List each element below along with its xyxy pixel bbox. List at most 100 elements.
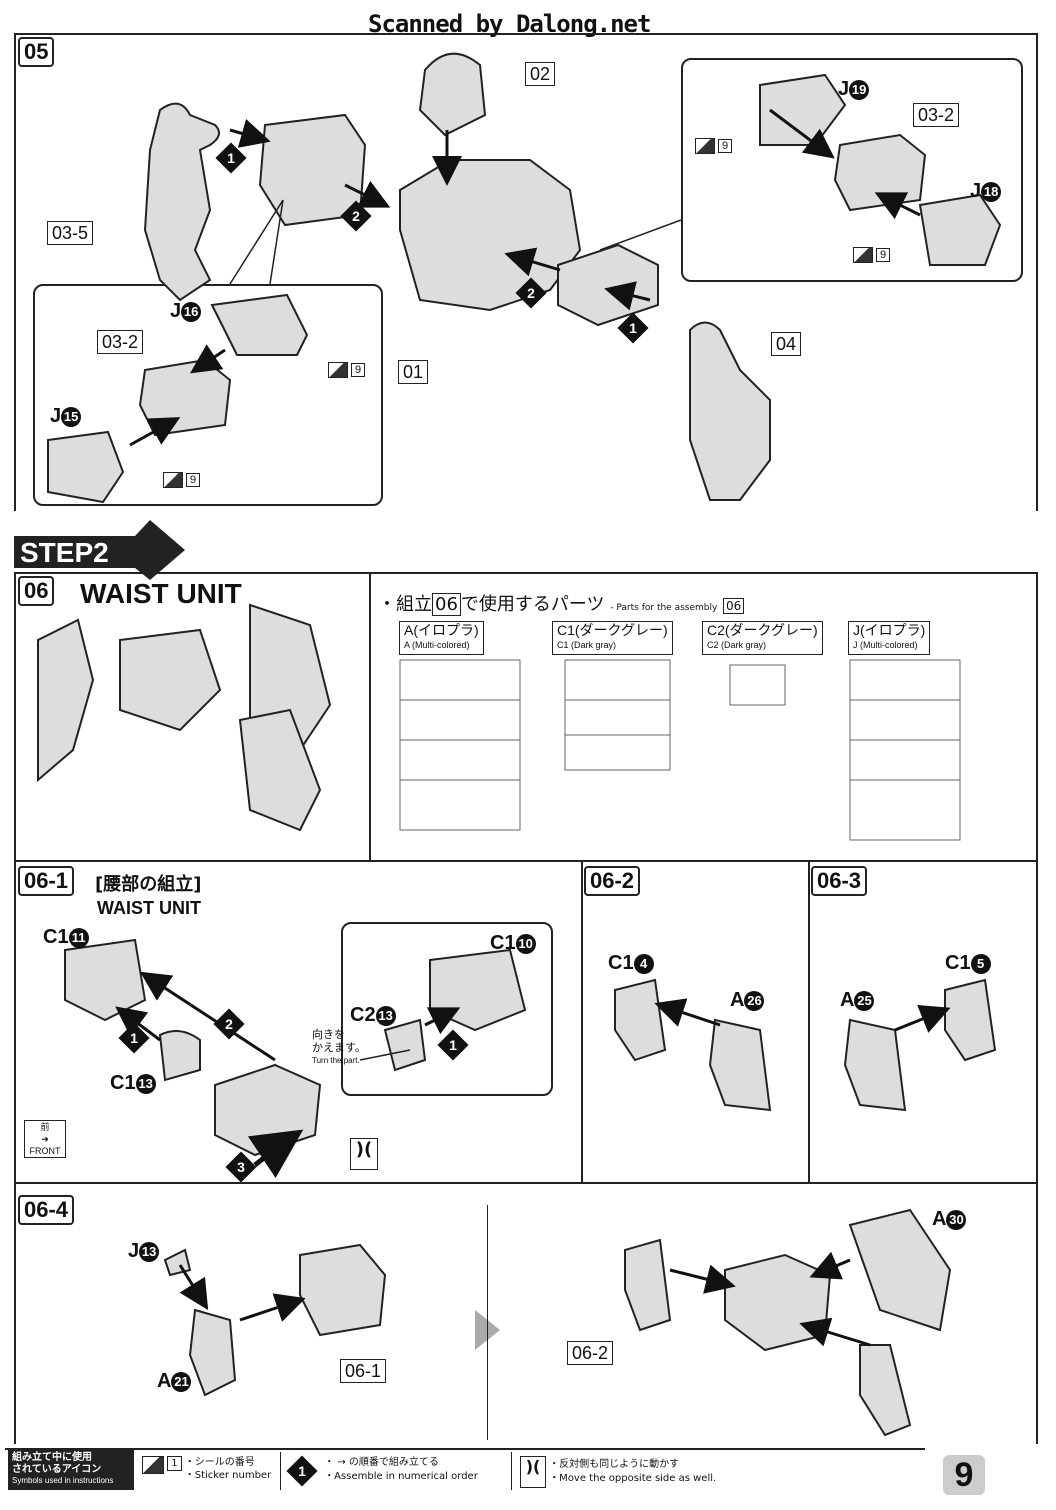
part-a21 (188, 1308, 237, 1397)
order-1-left: 1 (215, 142, 247, 174)
part-j16-cover (210, 293, 309, 356)
part-a26 (708, 1018, 772, 1112)
sticker-number-box: 1 (167, 1456, 182, 1471)
mirror-icon: )( (350, 1138, 378, 1170)
legend-mirror: )( ・反対側も同じように動かす・Move the opposite side … (520, 1456, 716, 1488)
order-2-left: 2 (340, 200, 372, 232)
ref-06-1-label: 06-1 (340, 1359, 387, 1383)
part-c1-13 (158, 1030, 201, 1082)
turn-note-en: Turn the part. (312, 1056, 360, 1065)
part-03-2-right-inset (833, 133, 927, 212)
sticker-9-b: 9 (163, 472, 201, 488)
footer-bar (5, 1448, 925, 1492)
step-06-1-number: 06-1 (18, 866, 75, 896)
order-1-c2: 1 (437, 1029, 469, 1061)
divider-dashed (487, 1205, 488, 1440)
part-c2-13 (383, 1018, 427, 1072)
part-03-2-left-inset (138, 358, 232, 437)
turn-note-jp: 向きを かえます。 (312, 1028, 366, 1054)
part-j18-cover (918, 193, 1002, 266)
part-03-5-arm (143, 102, 220, 302)
divider (581, 862, 583, 1182)
sticker-9-d: 9 (853, 247, 891, 263)
part-j15-cover (47, 430, 125, 504)
part-c1-4 (614, 978, 667, 1062)
order-3-rotate: 3 (225, 1151, 257, 1183)
runner-j-sketch (849, 659, 961, 841)
order-number: 1 (298, 1463, 306, 1479)
ref-06-2-label: 06-2 (567, 1341, 614, 1365)
frame-line (1036, 33, 1038, 511)
step-06-title: WAIST UNIT (80, 578, 242, 609)
step-06-3-number: 06-3 (811, 866, 868, 896)
step-06-1-frame (14, 862, 1038, 1182)
part-a30 (848, 1208, 952, 1332)
step-06-number: 06 (18, 576, 55, 606)
detail-inset-right (681, 58, 1023, 282)
frame-line (14, 33, 1038, 35)
step-06-frame (14, 572, 1038, 862)
part-a25 (843, 1018, 907, 1112)
waist-armor-center (119, 628, 222, 732)
part-02-label: 02 (525, 62, 556, 86)
divider (369, 572, 371, 862)
part-04-label: 04 (771, 332, 802, 356)
sticker-9-a: 9 (328, 362, 366, 378)
page-number: 9 (943, 1455, 985, 1495)
order-2-right: 2 (515, 277, 547, 309)
step-06-1-title-en: WAIST UNIT (97, 898, 201, 918)
turn-inset (341, 922, 553, 1096)
step-06-2-number: 06-2 (584, 866, 641, 896)
runner-a: A(イロプラ)A (Multi-colored) (399, 621, 484, 655)
order-1-c1: 1 (118, 1022, 150, 1054)
runner-c1-sketch (564, 659, 671, 771)
runner-c2-sketch (729, 664, 786, 706)
step-05-frame (14, 33, 1038, 511)
waist-front-plate (238, 708, 322, 832)
divider (808, 862, 810, 1182)
step-05-number: 05 (18, 37, 55, 67)
front-badge: 前➜FRONT (24, 1120, 66, 1158)
part-04-arm (689, 321, 771, 501)
runner-a-sketch (399, 659, 521, 831)
sticker-9-c: 9 (695, 138, 733, 154)
order-2-c1: 2 (213, 1008, 245, 1040)
part-01-label: 01 (398, 360, 429, 384)
runner-j: J(イロプラ)J (Multi-colored) (848, 621, 931, 655)
part-06-2-side (624, 1238, 672, 1332)
detail-inset-left (33, 284, 383, 506)
legend-order: 1 ・ → の順番で組み立てる・Assemble in numerical or… (280, 1452, 512, 1490)
step2-banner-shape (14, 520, 185, 580)
step-06-1-title-jp: [腰部の組立] (95, 874, 202, 895)
order-1-right: 1 (617, 312, 649, 344)
runner-c1: C1(ダークグレー)C1 (Dark gray) (552, 621, 673, 655)
step2-banner: STEP2 (20, 537, 109, 568)
part-03-2-label-left: 03-2 (97, 330, 144, 354)
part-j19-cover (759, 73, 847, 146)
part-front-skirt (859, 1344, 912, 1437)
legend-sticker: 1 ・シールの番号・Sticker number (142, 1456, 271, 1482)
waist-armor-left (37, 618, 95, 783)
part-03-2-label-right: 03-2 (913, 103, 960, 127)
part-03-5-label: 03-5 (47, 221, 94, 245)
part-01-torso (399, 159, 582, 312)
legend-box: 組み立て中に使用 されているアイコン Symbols used in instr… (8, 1450, 134, 1490)
step-06-4-number: 06-4 (18, 1195, 75, 1225)
